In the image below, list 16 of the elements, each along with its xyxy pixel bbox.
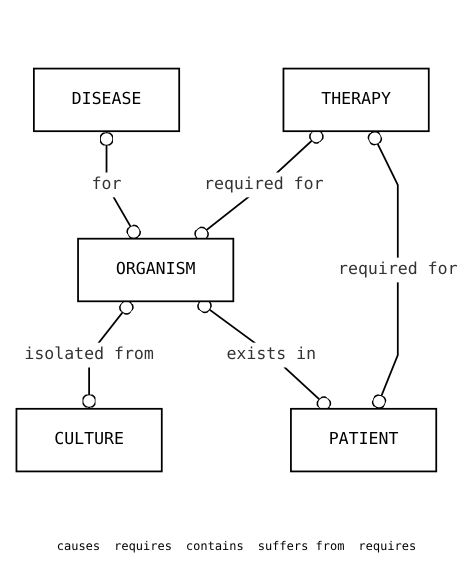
node-box: ORGANISM [76,237,234,302]
node-box: PATIENT [290,407,437,472]
connector [367,130,398,409]
node-box: CULTURE [15,407,162,472]
edge-label: for [91,174,121,194]
edge-label: required for [204,174,324,194]
edge-label: required for [338,259,458,278]
role-label: requires [358,539,416,553]
role-label: requires [114,539,172,553]
role-label: contains [186,539,244,553]
role-label: causes [56,539,100,553]
node-box: THERAPY [282,67,430,132]
role-label: suffers from [258,539,344,553]
node-box: DISEASE [32,67,180,132]
edge-label: exists in [226,344,316,364]
edge-label: isolated from [24,344,154,364]
